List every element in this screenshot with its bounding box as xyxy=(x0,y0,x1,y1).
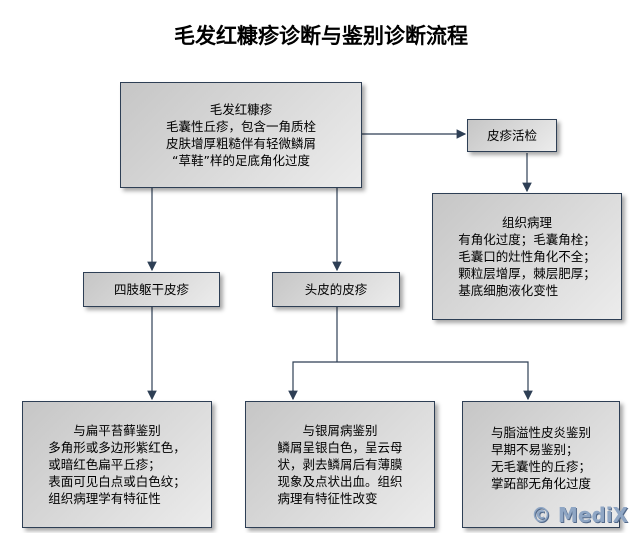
main-box-line: 毛发红糠疹 xyxy=(209,102,273,117)
seborrheic-heading: 与脂溢性皮炎鉴别 xyxy=(490,424,591,440)
psoriasis-line: 现象及点状出血。组织 xyxy=(277,474,403,489)
seborrheic-dermatitis-box: 与脂溢性皮炎鉴别 早期不易鉴别； 无毛囊性的丘疹； 掌跖部无角化过度 xyxy=(462,401,620,528)
histology-line: 有角化过度；毛囊角栓； xyxy=(458,232,596,247)
histology-line: 颗粒层增厚，棘层肥厚； xyxy=(458,266,596,281)
histology-line: 毛囊口的灶性角化不全； xyxy=(458,249,596,264)
lichen-line: 表面可见白点或白色纹； xyxy=(48,474,186,489)
main-box-line: “草鞋”样的足底角化过度 xyxy=(172,153,310,168)
histology-heading: 组织病理 xyxy=(501,215,552,230)
psoriasis-heading: 与银屑病鉴别 xyxy=(302,423,378,438)
histology-box: 组织病理 有角化过度；毛囊角栓； 毛囊口的灶性角化不全； 颗粒层增厚，棘层肥厚；… xyxy=(432,193,622,320)
lichen-line: 或暗红色扁平丘疹； xyxy=(48,457,161,472)
biopsy-box: 皮疹活检 xyxy=(467,119,557,152)
psoriasis-line: 鳞屑呈银白色，呈云母 xyxy=(277,440,403,455)
main-box-line: 毛囊性丘疹，包含一角质栓 xyxy=(165,119,316,134)
main-box: 毛发红糠疹 毛囊性丘疹，包含一角质栓 皮肤增厚粗糙伴有轻微鳞屑 “草鞋”样的足底… xyxy=(120,82,362,188)
lichen-line: 组织病理学有特征性 xyxy=(48,491,161,506)
scalp-label: 头皮的皮疹 xyxy=(304,282,368,297)
seborrheic-line: 早期不易鉴别； xyxy=(490,441,579,457)
page-title: 毛发红糠疹诊断与鉴别诊断流程 xyxy=(174,23,468,48)
psoriasis-line: 状，剥去鳞屑后有薄膜 xyxy=(277,457,403,472)
main-box-line: 皮肤增厚粗糙伴有轻微鳞屑 xyxy=(165,136,316,151)
lichen-planus-box: 与扁平苔藓鉴别 多角形或多边形紫红色， 或暗红色扁平丘疹； 表面可见白点或白色纹… xyxy=(22,401,212,528)
limbs-rash-box: 四肢躯干皮疹 xyxy=(83,272,220,307)
medix-watermark: © MediX xyxy=(530,503,628,527)
biopsy-label: 皮疹活检 xyxy=(486,128,537,143)
histology-line: 基底细胞液化变性 xyxy=(458,283,559,298)
seborrheic-line: 掌跖部无角化过度 xyxy=(490,475,591,491)
lichen-heading: 与扁平苔藓鉴别 xyxy=(73,423,161,438)
psoriasis-line: 病理有特征性改变 xyxy=(277,491,378,506)
seborrheic-line: 无毛囊性的丘疹； xyxy=(490,458,591,474)
psoriasis-box: 与银屑病鉴别 鳞屑呈银白色，呈云母 状，剥去鳞屑后有薄膜 现象及点状出血。组织 … xyxy=(245,401,435,528)
limbs-label: 四肢躯干皮疹 xyxy=(113,282,189,297)
scalp-rash-box: 头皮的皮疹 xyxy=(272,272,400,307)
lichen-line: 多角形或多边形紫红色， xyxy=(48,440,186,455)
